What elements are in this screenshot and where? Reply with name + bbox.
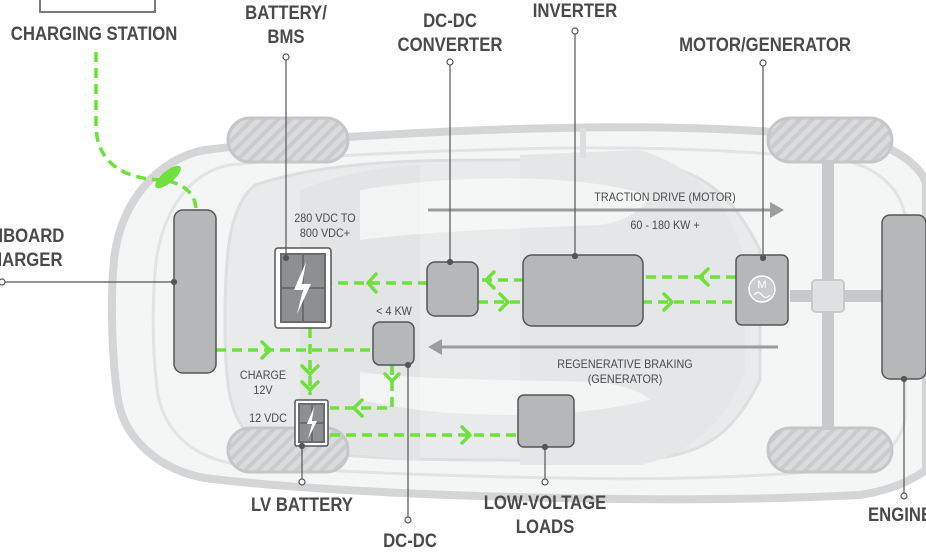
leader-lines [0,27,908,524]
charging-station-box [39,0,156,13]
annotation-power-limit: < 4 KW [376,304,412,318]
annotation-voltage-range-line1: 280 VDC TO [294,211,356,225]
annotation-voltage-range: 280 VDC TO 800 VDC+ [276,211,375,241]
label-battery-bms-line2: BMS [267,27,305,48]
flow-chevrons [260,267,710,445]
onboard-charger-box [173,209,217,374]
lightning-icon [294,262,311,314]
annotation-charge-12v: CHARGE 12V [230,368,297,398]
annotation-lv-voltage: 12 VDC [249,411,287,425]
motor-symbol: M [757,279,766,291]
label-dcdc-converter: DC-DC CONVERTER [388,10,511,58]
low-voltage-loads-box [517,394,575,448]
label-lv-battery: LV BATTERY [251,495,353,516]
motor-generator-box [735,254,789,326]
label-onboard-charger-line1: ONBOARD [0,226,65,247]
label-low-voltage-loads: LOW-VOLTAGE LOADS [483,492,607,540]
label-low-voltage-loads-line2: LOADS [515,517,575,538]
label-charging-station: CHARGING STATION [10,24,178,45]
flow-dcdc-small-to-lv [330,365,394,410]
sine-icon [753,291,771,299]
lv-battery-pack [294,399,329,447]
dcdc-small-box [372,321,415,366]
lightning-icon-small [307,407,317,439]
regen-braking-arrow [428,339,778,355]
label-battery-bms-line1: BATTERY/ [245,3,327,24]
label-engine: ENGINE [868,505,926,526]
hv-battery-pack [274,247,332,329]
wheel-rear-right [766,426,894,474]
label-motor-generator: MOTOR/GENERATOR [679,35,851,56]
dcdc-converter-box [426,261,479,317]
label-inverter: INVERTER [532,1,618,22]
annotation-traction-power: 60 - 180 KW + [630,218,700,232]
charging-port [155,165,181,189]
wheel-front-left [226,116,350,164]
label-dcdc-bottom: DC-DC [383,531,437,552]
engine-box [881,214,926,380]
traction-drive-arrow [428,202,784,218]
annotation-regen-braking: REGENERATIVE BRAKING (GENERATOR) [549,357,702,387]
label-low-voltage-loads-line1: LOW-VOLTAGE [483,493,607,514]
annotation-regen-braking-line1: REGENERATIVE BRAKING [557,357,693,371]
annotation-charge-12v-line1: CHARGE [239,368,287,382]
label-dcdc-converter-line2: CONVERTER [397,35,503,56]
wheel-front-right [766,116,894,164]
label-onboard-charger-line2: CHARGER [0,250,63,271]
label-onboard-charger: ONBOARD CHARGER [0,225,84,273]
annotation-charge-12v-line2: 12V [253,383,273,397]
label-battery-bms: BATTERY/ BMS [233,2,339,50]
annotation-regen-braking-line2: (GENERATOR) [587,372,663,386]
annotation-traction-drive: TRACTION DRIVE (MOTOR) [594,190,736,204]
annotation-voltage-range-line2: 800 VDC+ [299,226,351,240]
inverter-box [522,254,644,327]
label-dcdc-converter-line1: DC-DC [423,11,477,32]
driveline [580,128,885,430]
